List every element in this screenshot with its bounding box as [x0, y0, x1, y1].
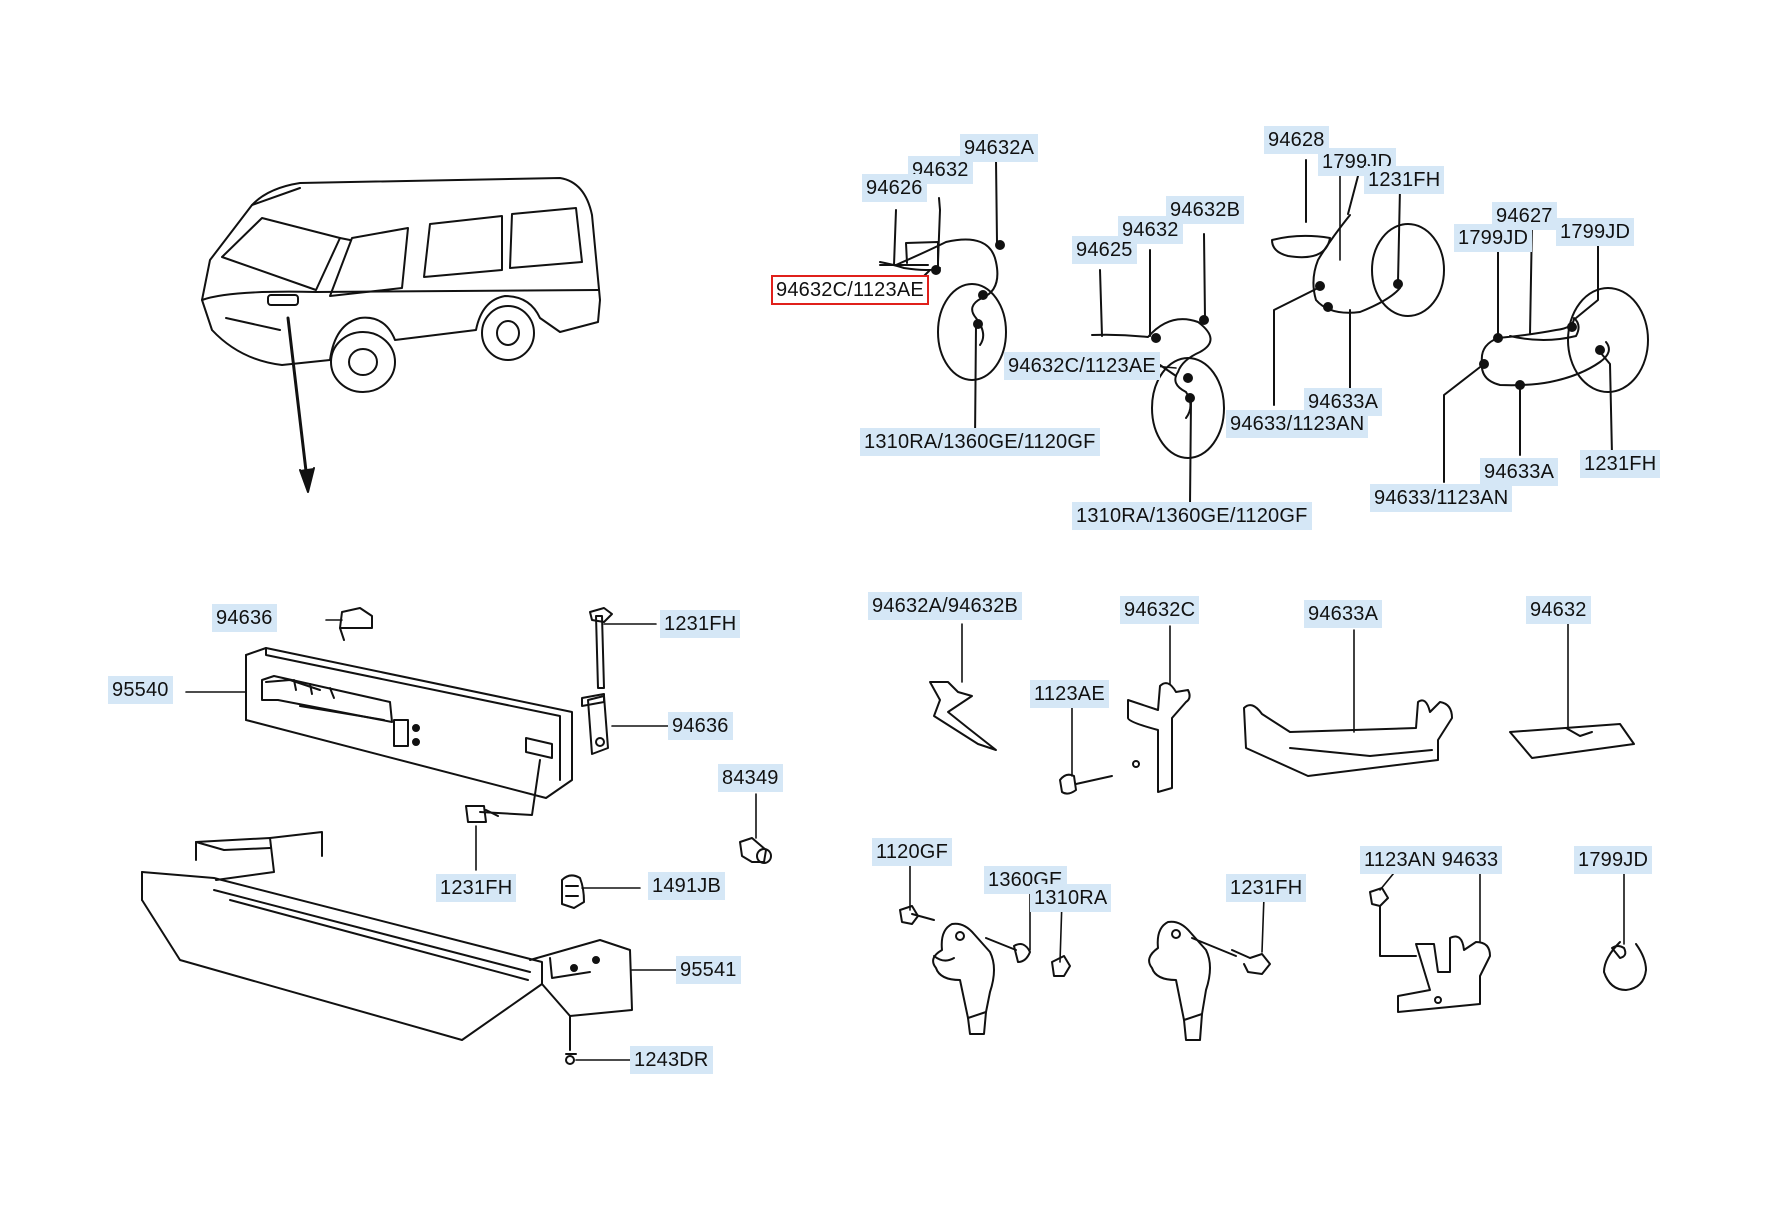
clip-1799JD [1603, 941, 1647, 991]
part-label-94633-1123AN-top[interactable]: 94633/1123AN [1226, 410, 1369, 438]
sensor-assembly-far-right [1443, 221, 1649, 483]
bracket-94633A [1243, 699, 1453, 777]
part-label-1799JD-left[interactable]: 1799JD [1454, 224, 1533, 252]
plate-94632 [1509, 723, 1635, 759]
part-label-94625[interactable]: 94625 [1072, 236, 1137, 264]
part-label-1231FH-top[interactable]: 1231FH [1364, 166, 1445, 194]
part-label-95540[interactable]: 95540 [108, 676, 173, 704]
sensor-right-exploded [1148, 920, 1271, 1041]
part-label-94632C-1123AE-selected[interactable]: 94632C/1123AE [771, 275, 929, 305]
part-label-1231FH-exploded[interactable]: 1231FH [1226, 874, 1307, 902]
part-label-94633-1123AN-right[interactable]: 94633/1123AN [1370, 484, 1513, 512]
part-label-84349[interactable]: 84349 [718, 764, 783, 792]
part-label-1231FH-right[interactable]: 1231FH [1580, 450, 1661, 478]
part-label-94632A[interactable]: 94632A [960, 134, 1039, 162]
part-label-1310RA-1360GE-1120GF-middle[interactable]: 1310RA/1360GE/1120GF [1072, 502, 1312, 530]
van-illustration [201, 177, 601, 493]
part-label-1799JD-top[interactable]: 1799JD [1318, 148, 1397, 176]
part-label-94636-side[interactable]: 94636 [668, 712, 733, 740]
part-label-1310RA[interactable]: 1310RA [1030, 884, 1112, 912]
clip-1491JB [561, 874, 585, 909]
mounting-tray-95541 [141, 831, 633, 1065]
part-label-1231FH-lower[interactable]: 1231FH [436, 874, 517, 902]
part-label-1123AE[interactable]: 1123AE [1030, 680, 1109, 708]
part-label-94632C-1123AE[interactable]: 94632C/1123AE [1004, 352, 1160, 380]
sensor-left-exploded [899, 905, 1071, 1035]
bracket-94632A-94632B [929, 681, 997, 751]
part-label-1120GF[interactable]: 1120GF [872, 838, 952, 866]
part-label-94636-top[interactable]: 94636 [212, 604, 277, 632]
part-label-1243DR[interactable]: 1243DR [630, 1046, 713, 1074]
part-label-1231FH-module[interactable]: 1231FH [660, 610, 741, 638]
part-label-94626[interactable]: 94626 [862, 174, 927, 202]
clip-84349 [739, 837, 772, 864]
bracket-94633 [1369, 887, 1491, 1013]
part-label-1310RA-1360GE-1120GF[interactable]: 1310RA/1360GE/1120GF [860, 428, 1100, 456]
part-label-94632-exploded[interactable]: 94632 [1526, 596, 1591, 624]
part-label-1123AN-94633[interactable]: 1123AN 94633 [1360, 846, 1503, 874]
bracket-94632C [1059, 682, 1191, 795]
part-label-1491JB[interactable]: 1491JB [648, 872, 726, 900]
part-label-94633A-right[interactable]: 94633A [1480, 458, 1559, 486]
sensor-assembly-upper-right [1271, 159, 1445, 406]
control-module-95540 [245, 607, 573, 799]
sensor-assembly-middle [1091, 233, 1225, 506]
part-label-95541[interactable]: 95541 [676, 956, 741, 984]
part-label-94628[interactable]: 94628 [1264, 126, 1329, 154]
part-label-94632A-94632B[interactable]: 94632A/94632B [868, 592, 1023, 620]
part-label-94633A-exploded[interactable]: 94633A [1304, 600, 1383, 628]
part-label-94632C[interactable]: 94632C [1120, 596, 1200, 624]
part-label-1799JD-right[interactable]: 1799JD [1556, 218, 1635, 246]
bracket-94636 [465, 607, 613, 823]
part-label-1799JD-exploded[interactable]: 1799JD [1574, 846, 1653, 874]
